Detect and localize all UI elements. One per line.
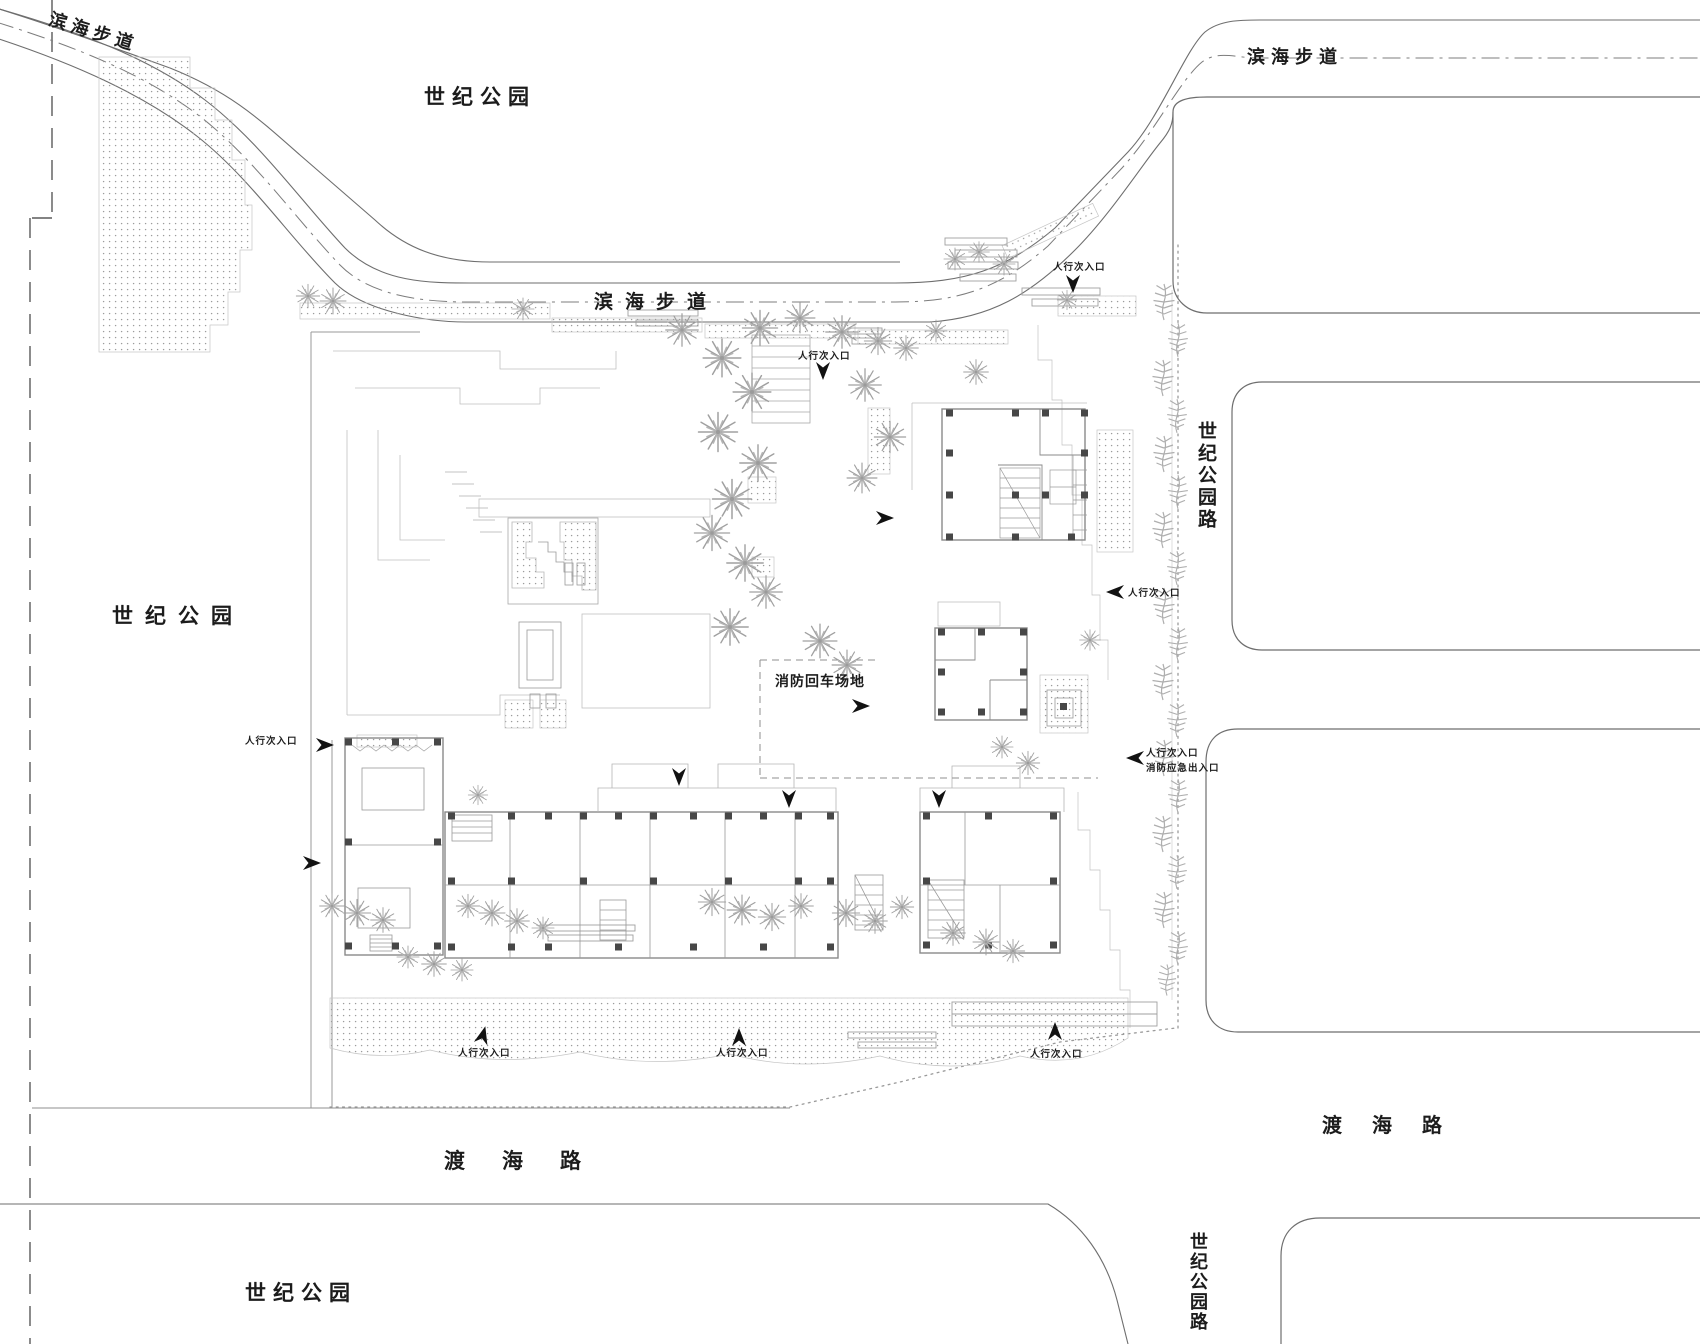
landscape-layer (98, 56, 1158, 1067)
label-century-park-road-right: 世纪公园路 (1195, 421, 1216, 531)
block-east-lower (1205, 728, 1700, 1033)
label-duhai-road-east: 渡海路 (1322, 1115, 1472, 1137)
entrance-arrows-layer (303, 275, 1144, 1046)
walkway-centerline (0, 22, 1700, 303)
label-century-park-bottom: 世纪公园 (245, 1282, 357, 1305)
courtyard-feature (507, 517, 599, 605)
palm-trees (295, 241, 1101, 982)
small-court-structure (518, 621, 562, 709)
label-century-park-left: 世纪公园 (112, 605, 244, 628)
label-century-park-road-bottom: 世纪公园路 (1188, 1232, 1208, 1332)
entrance-arrow-icon (672, 768, 686, 786)
property-dashed-line (29, 0, 53, 1344)
label-century-park-top: 世纪公园 (424, 86, 536, 109)
label-coastal-walkway-mid: 滨海步道 (594, 292, 719, 313)
block-northeast (1172, 96, 1700, 314)
walkway-outer-edge-left (0, 7, 900, 263)
label-pedestrian-entrance-east: 人行次入口 (1146, 748, 1199, 759)
central-complex-layer (333, 350, 711, 716)
entrance-arrow-icon (1126, 751, 1144, 765)
park-planting-area-topleft (98, 56, 253, 353)
entrance-arrow-icon (1066, 275, 1080, 293)
entrance-arrow-icon (932, 790, 946, 808)
outdoor-stair (854, 874, 884, 931)
label-duhai-road-west: 渡海路 (444, 1150, 618, 1173)
label-pedestrian-entrance-south-3: 人行次入口 (1030, 1049, 1083, 1060)
label-pedestrian-entrance-east-upper: 人行次入口 (1128, 588, 1181, 599)
site-west-boundary (310, 331, 420, 1108)
walkway-inner-edge-right (700, 111, 1174, 323)
vegetation-layer (295, 241, 1189, 1000)
building-a (911, 402, 1088, 541)
label-fire-turnaround-area: 消防回车场地 (775, 673, 865, 689)
entrance-arrow-icon (782, 790, 796, 808)
entrance-arrow-icon (816, 362, 830, 380)
entrance-arrow-icon (876, 511, 894, 525)
grand-stair (751, 334, 811, 424)
label-pedestrian-and-fire-entrance-east: 人行次入口 消防应急出入口 (1146, 749, 1220, 773)
label-pedestrian-entrance-west: 人行次入口 (245, 736, 298, 747)
label-pedestrian-entrance-plaza: 人行次入口 (798, 351, 851, 362)
walkway-outer-edge (0, 8, 1700, 284)
label-coastal-walkway-topright: 滨海步道 (1247, 47, 1343, 67)
entrance-arrow-icon (1106, 585, 1124, 599)
buildings-layer (344, 402, 1088, 959)
label-pedestrian-entrance-south-1: 人行次入口 (458, 1048, 511, 1059)
street-trees (1151, 283, 1189, 1000)
building-b (934, 601, 1082, 727)
entrance-arrow-icon (316, 738, 334, 752)
building-row-center (444, 763, 839, 959)
label-pedestrian-entrance-north: 人行次入口 (1053, 262, 1106, 273)
city-blocks-layer (1172, 96, 1700, 1344)
label-fire-emergency-exit: 消防应急出入口 (1146, 762, 1220, 774)
label-pedestrian-entrance-south-2: 人行次入口 (716, 1048, 769, 1059)
entrance-arrow-icon (852, 699, 870, 713)
block-east-middle (1231, 381, 1700, 651)
duhai-south-edge (0, 1203, 1129, 1344)
entrance-arrow-icon (303, 856, 321, 870)
planting-band-south (329, 997, 1129, 1067)
building-row-west (344, 737, 444, 956)
block-southeast (1280, 1217, 1700, 1344)
building-row-east (919, 765, 1065, 954)
